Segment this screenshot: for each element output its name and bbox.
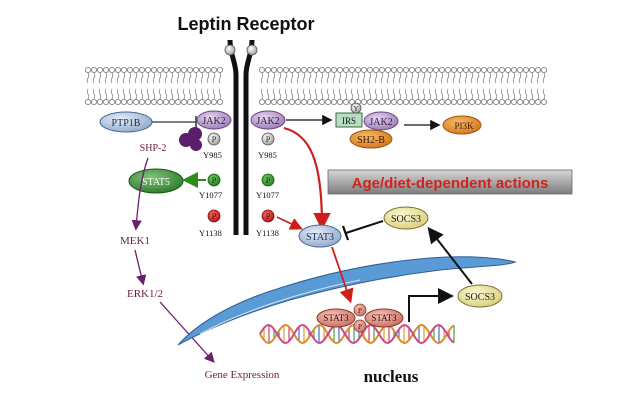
sh2b-label: SH2-B: [357, 135, 385, 146]
stat3-dimer-left-label: STAT3: [323, 313, 349, 323]
shp2-blob: [179, 127, 202, 151]
irs-complex: IRS Y JAK2 SH2-B: [335, 102, 399, 149]
dimer-p-top: P: [358, 307, 362, 315]
jak2-left-node: JAK2: [196, 110, 232, 130]
nucleus-label: nucleus: [364, 367, 419, 386]
mek1-to-erk-arrow: [134, 249, 147, 286]
ptp1b-node: PTP1B: [99, 111, 153, 133]
cell-membrane: [85, 67, 548, 106]
pi3k-label: PI3K: [454, 121, 474, 131]
stat3-node: STAT3: [298, 224, 342, 248]
y1077-left-label: Y1077: [199, 190, 222, 200]
y985-right-label: Y985: [258, 150, 277, 160]
jak2-left-label: JAK2: [202, 116, 225, 127]
p-left-1077: P: [212, 176, 217, 185]
jak2-to-stat3-arrow: [283, 126, 331, 231]
shp2-to-mek1-arrow: [131, 157, 149, 231]
left-phospho-sites: P Y985 P Y1077 P Y1138: [199, 132, 222, 238]
stat3-dimer: STAT3 STAT3 P P: [316, 303, 404, 333]
jak2-right-label: JAK2: [256, 116, 279, 127]
pi3k-node: PI3K: [442, 115, 482, 135]
stat3-dimer-right-label: STAT3: [371, 313, 397, 323]
erk12-label: ERK1/2: [127, 288, 163, 300]
p-left-985: P: [212, 135, 217, 144]
socs3-top-label: SOCS3: [391, 214, 421, 225]
p-right-1077: P: [266, 176, 271, 185]
gene-to-socs3-arrow: [408, 288, 454, 322]
dimer-p-bottom: P: [358, 323, 362, 331]
p-left-1138: P: [212, 212, 217, 221]
leptin-receptor: [224, 39, 258, 235]
jak2-right-node: JAK2: [250, 110, 286, 130]
diagram-title: Leptin Receptor: [177, 14, 314, 34]
shp2-label: SHP-2: [140, 143, 167, 154]
socs3-bottom-node: SOCS3: [457, 284, 503, 308]
y1138-to-stat3-arrow: [276, 216, 303, 230]
stat3-to-nucleus-arrow: [331, 246, 354, 304]
right-phospho-sites: P Y985 P Y1077 P Y1138: [256, 132, 279, 238]
irs-jak2-label: JAK2: [369, 117, 392, 128]
stat5-node: STAT5: [128, 168, 184, 194]
socs3-up-arrow: [427, 226, 473, 285]
p-right-1138: P: [266, 212, 271, 221]
age-diet-banner: Age/diet-dependent actions: [327, 169, 573, 195]
y1077-right-label: Y1077: [256, 190, 279, 200]
stat3-label: STAT3: [306, 232, 334, 243]
irs-label: IRS: [342, 116, 356, 126]
nuclear-envelope: [177, 256, 517, 346]
socs3-top-node: SOCS3: [383, 206, 429, 230]
y1138-left-label: Y1138: [199, 228, 222, 238]
y985-left-label: Y985: [203, 150, 222, 160]
age-diet-text: Age/diet-dependent actions: [352, 175, 549, 192]
irs-y-label: Y: [353, 105, 358, 113]
socs3-inhibit-line: [345, 220, 384, 234]
socs3-inhibit-bar: [341, 225, 350, 241]
stat5-label: STAT5: [142, 177, 170, 188]
y1138-right-label: Y1138: [256, 228, 279, 238]
gene-expression-label: Gene Expression: [205, 369, 280, 381]
ptp1b-label: PTP1B: [112, 118, 141, 129]
mek1-label: MEK1: [120, 235, 150, 247]
p-right-985: P: [266, 135, 271, 144]
erk-to-gene-arrow: [159, 301, 215, 363]
socs3-bottom-label: SOCS3: [465, 292, 495, 303]
